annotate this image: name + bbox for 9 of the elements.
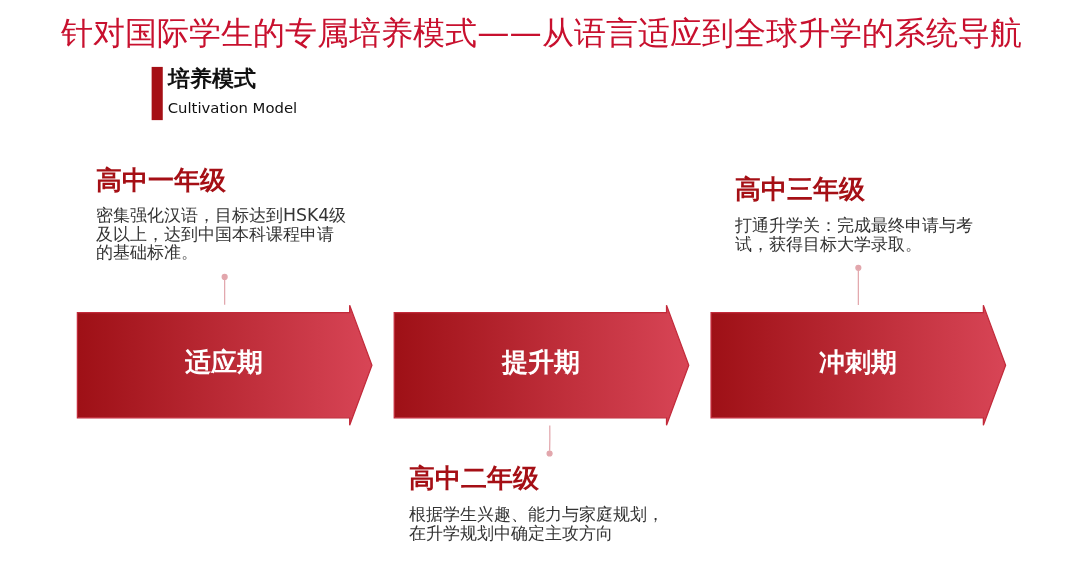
connector bbox=[546, 424, 553, 457]
connector bbox=[855, 264, 862, 306]
node-text: 高中二年级 根据学生兴趣、能力与家庭规划，在升学规划中确定主攻方向 bbox=[409, 463, 665, 543]
diagram-title: 针对国际学生的专属培养模式——从语言适应到全球升学的系统导航 bbox=[61, 13, 1022, 52]
node-text: 高中三年级 打通升学关：完成最终申请与考试，获得目标大学录取。 bbox=[734, 174, 973, 254]
label: 培养模式 bbox=[167, 64, 256, 91]
label: Cultivation Model bbox=[167, 99, 298, 118]
connector bbox=[221, 273, 228, 306]
node-text: 高中一年级 密集强化汉语，目标达到HSK4级及以上，达到中国本科课程申请的基础标准。 bbox=[95, 164, 347, 263]
